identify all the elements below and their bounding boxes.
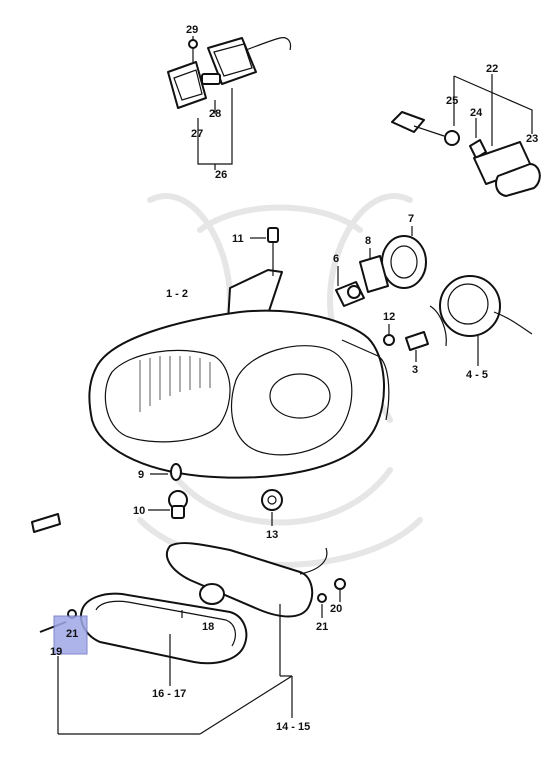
label-13[interactable]: 13: [266, 529, 278, 541]
label-18[interactable]: 18: [202, 621, 214, 633]
label-25[interactable]: 25: [446, 95, 458, 107]
lens-16-17: [80, 592, 248, 665]
label-1-2[interactable]: 1 - 2: [166, 288, 188, 300]
label-26[interactable]: 26: [215, 169, 227, 181]
bulb-holder-8: [359, 255, 389, 293]
label-4-5[interactable]: 4 - 5: [466, 369, 488, 381]
label-12[interactable]: 12: [383, 311, 395, 323]
part-9: [170, 463, 182, 481]
headlamp-housing: [88, 269, 390, 479]
bulb-6: [335, 281, 365, 307]
turn-signal-housing: [165, 542, 346, 618]
part-labels: 29 28 27 26 22 25 24 23 11 7 8 6 1 - 2 1…: [50, 24, 538, 733]
label-11[interactable]: 11: [232, 233, 244, 245]
label-14-15[interactable]: 14 - 15: [276, 721, 310, 733]
selection-highlight[interactable]: [53, 615, 88, 655]
label-24[interactable]: 24: [470, 107, 483, 119]
label-6[interactable]: 6: [333, 253, 339, 265]
label-16-17[interactable]: 16 - 17: [152, 688, 186, 700]
label-21-right[interactable]: 21: [316, 621, 328, 633]
label-21-left[interactable]: 21: [66, 628, 78, 640]
cover-4-5: [429, 275, 533, 347]
label-20[interactable]: 20: [330, 603, 342, 615]
screw-11: [267, 227, 279, 258]
side-turn-signal-assembly: [167, 37, 292, 109]
front-side-marker-assembly: [391, 111, 541, 197]
label-19[interactable]: 19: [50, 646, 62, 658]
bulb-3: [405, 331, 429, 351]
clip-symbol: [31, 513, 61, 533]
label-27[interactable]: 27: [191, 128, 203, 140]
part-12: [383, 334, 395, 346]
label-10[interactable]: 10: [133, 505, 145, 517]
label-29[interactable]: 29: [186, 24, 198, 36]
label-9[interactable]: 9: [138, 469, 144, 481]
part-10: [168, 490, 188, 519]
label-22[interactable]: 22: [486, 63, 498, 75]
label-3[interactable]: 3: [412, 364, 418, 376]
grommet-13: [261, 489, 283, 511]
label-28[interactable]: 28: [209, 108, 221, 120]
label-7[interactable]: 7: [408, 213, 414, 225]
label-23[interactable]: 23: [526, 133, 538, 145]
label-8[interactable]: 8: [365, 235, 371, 247]
socket-7: [381, 235, 427, 289]
